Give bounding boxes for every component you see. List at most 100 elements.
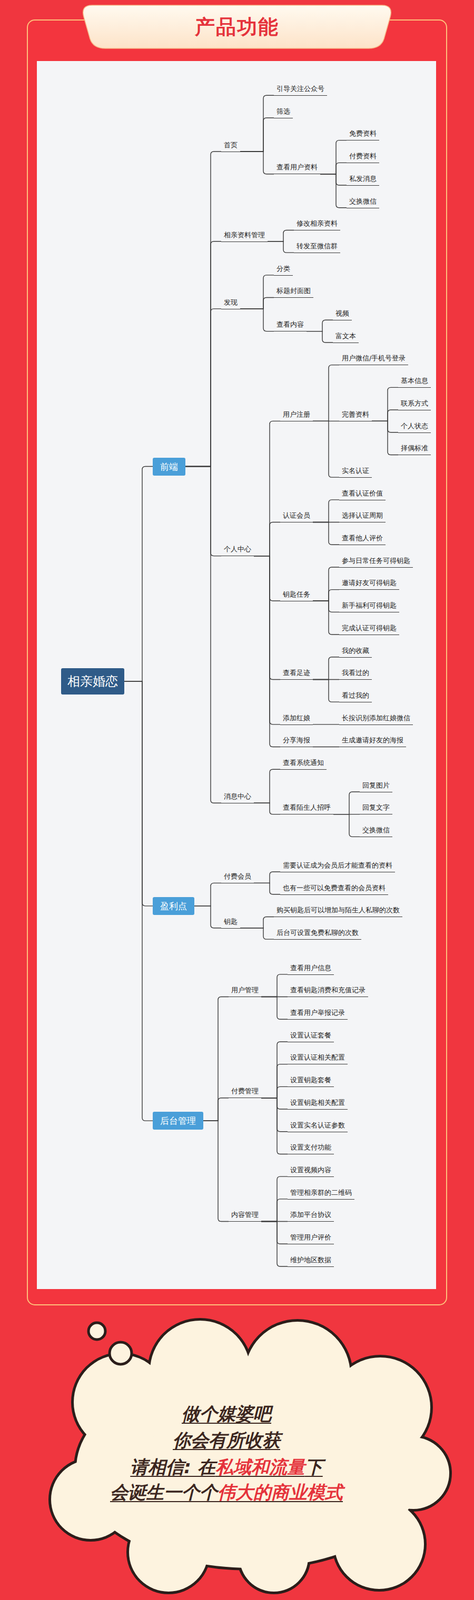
topic-text: 管理相亲群的二维码: [290, 1189, 352, 1198]
topic-text: 设置钥匙相关配置: [290, 1099, 345, 1108]
topic-text: 设置钥匙套餐: [290, 1077, 332, 1085]
tree-connector: [261, 1222, 288, 1268]
topic-label: 设置钥匙套餐: [287, 1077, 334, 1089]
topic-text: 基本信息: [400, 377, 429, 385]
topic-label: 设置支付功能: [287, 1144, 334, 1156]
tree-connector: [240, 309, 274, 332]
topic-text: 盈利点: [160, 901, 187, 913]
topic-label: 修改相亲资料: [293, 219, 341, 231]
topic-label: 设置视频内容: [287, 1167, 334, 1179]
topic-text: 钥匙任务: [282, 590, 311, 599]
slogan-highlight: 私域和流量: [215, 1457, 305, 1479]
topic-text: 付费会员: [223, 873, 252, 882]
topic-label: 查看足迹: [280, 669, 313, 681]
tree-connector: [371, 421, 399, 456]
topic-text: 选择认证周期: [341, 511, 383, 520]
tree-connector: [312, 500, 340, 523]
tree-connector: [261, 1099, 288, 1133]
topic-label: 我看过的: [339, 669, 372, 681]
topic-label: 查看钥匙消费和充值记录: [287, 986, 369, 999]
topic-label: 查看用户信息: [287, 964, 334, 976]
topic-label: 基本信息: [398, 377, 431, 389]
tree-connector: [320, 162, 347, 174]
tree-connector: [194, 906, 222, 930]
topic-label: 择偶标准: [398, 444, 431, 456]
topic-text: 查看用户信息: [290, 964, 332, 973]
tree-connector: [185, 467, 222, 805]
topic-label: 首页: [221, 141, 241, 153]
topic-text: 购买钥匙后可以增加与陌生人私聊的次数: [276, 906, 400, 915]
topic-label: 交换微信: [346, 197, 380, 209]
topic-text: 分享海报: [282, 736, 311, 745]
slogan-line: 你会有所收获: [0, 1429, 453, 1454]
tree-connector: [312, 365, 340, 422]
tree-connector: [253, 872, 281, 884]
topic-label: 富文本: [332, 332, 359, 344]
topic-text: 维护地区数据: [290, 1257, 332, 1266]
topic-label: 钥匙任务: [280, 590, 313, 602]
topic-text: 交换微信: [362, 826, 390, 835]
topic-label: 新手福利可得钥匙: [339, 601, 400, 614]
tree-connector: [240, 298, 274, 310]
topic-text: 消息中心: [223, 793, 252, 802]
tree-connector: [261, 975, 288, 999]
topic-label: 看过我的: [339, 692, 372, 704]
topic-text: 添加红娘: [282, 714, 311, 723]
topic-label: 完成认证可得钥匙: [339, 624, 400, 636]
topic-text: 内容管理: [231, 1211, 259, 1220]
topic-label: 付费资料: [346, 152, 380, 164]
tree-connector: [203, 1099, 229, 1122]
topic-label: 生成邀请好友的海报: [339, 736, 407, 748]
topic-label: 设置实名认证参数: [287, 1122, 348, 1134]
topic-label: 筛选: [273, 107, 293, 119]
tree-connector: [312, 601, 340, 636]
topic-label: 免费资料: [346, 129, 380, 141]
topic-label: 消息中心: [221, 793, 254, 805]
topic-label: 参与日常任务可得钥匙: [339, 557, 413, 569]
topic-text: 钥匙: [223, 918, 238, 927]
topic-label: 实名认证: [339, 467, 372, 479]
tree-connector: [261, 1087, 288, 1099]
topic-label: 添加红娘: [280, 714, 313, 726]
page-title: 产品功能: [0, 13, 474, 41]
topic-text: 用户微信/手机号登录: [341, 354, 406, 363]
topic-label: 查看他人评价: [339, 534, 386, 546]
tree-connector: [312, 657, 340, 681]
slogan-line: 会诞生一个个伟大的商业模式: [0, 1482, 453, 1506]
topic-text: 我的收藏: [341, 647, 370, 656]
topic-text: 发现: [223, 298, 238, 307]
topic-label: 我的收藏: [339, 647, 372, 659]
tree-connector: [261, 1065, 288, 1100]
tree-connector: [261, 1099, 288, 1111]
topic-text: 前端: [160, 461, 179, 473]
topic-label: 完善资料: [339, 410, 372, 422]
tree-connector: [240, 929, 274, 941]
tree-connector: [240, 917, 274, 929]
topic-text: 查看陌生人招呼: [282, 804, 331, 813]
tree-connector: [320, 174, 347, 209]
slogan-text: 会诞生一个个: [110, 1483, 218, 1505]
tree-connector: [312, 567, 340, 602]
topic-text: 设置视频内容: [290, 1167, 332, 1175]
topic-label: 付费管理: [228, 1088, 262, 1100]
topic-text: 私发消息: [349, 174, 377, 183]
topic-label: 视频: [332, 309, 352, 321]
topic-label: 分享海报: [280, 736, 313, 748]
topic-text: 查看系统通知: [282, 759, 324, 768]
topic-text: 查看认证价值: [341, 489, 383, 498]
topic-label: 内容管理: [228, 1211, 262, 1223]
tree-connector: [185, 309, 222, 468]
topic-text: 邀请好友可得钥匙: [341, 579, 397, 588]
branch-topic: 前端: [152, 458, 186, 477]
topic-text: 分类: [276, 264, 291, 273]
topic-label: 长按识别添加红娘微信: [339, 714, 413, 726]
topic-label: 维护地区数据: [287, 1257, 334, 1269]
topic-text: 添加平台协议: [290, 1211, 332, 1220]
topic-text: 个人状态: [400, 422, 429, 431]
tree-connector: [312, 601, 340, 613]
tree-connector: [185, 151, 222, 468]
tree-connector: [312, 590, 340, 602]
slogan-text: 请相信: 在: [130, 1457, 215, 1479]
tree-connector: [371, 387, 399, 422]
tree-connector: [261, 1042, 288, 1100]
